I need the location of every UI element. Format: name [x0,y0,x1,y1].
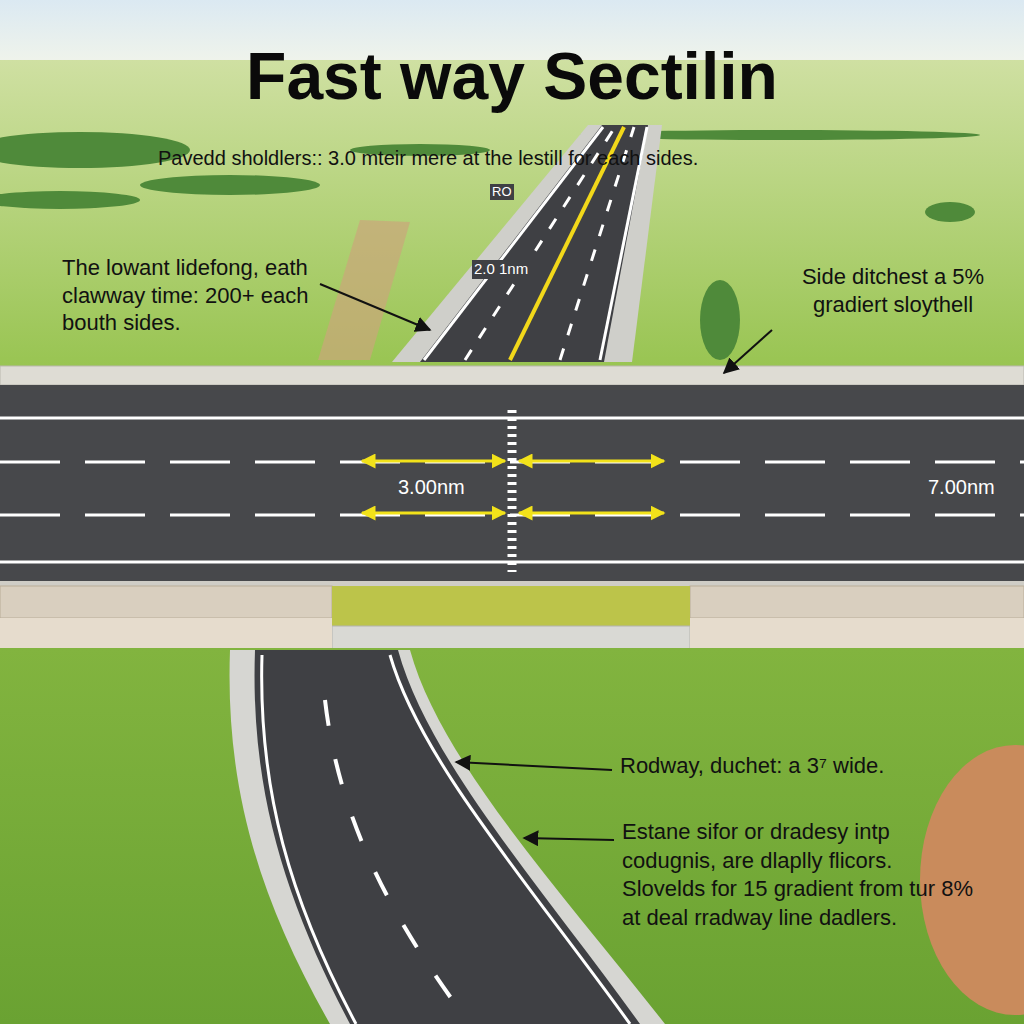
dimension-label: 2.0 1nm [472,260,530,279]
lane-note: The lowant lidefong, eath clawway time: … [62,254,327,337]
dimension-label: 7.00nm [926,475,997,500]
side-road-shoulder [230,650,665,1024]
side-road [255,650,640,1024]
road-marking: RO [490,184,514,200]
ditch-note: Side ditchest a 5% gradiert sloythell [768,263,1018,318]
roadway-note: Rodway, duchet: a 3⁷ wide. [620,752,884,780]
center-crossing [508,410,517,572]
diagram-title: Fast way Sectilin [0,40,1024,113]
left-path [0,618,332,648]
main-carriageway [0,385,1024,581]
dimension-label: 3.00nm [396,475,467,500]
curb [332,626,690,650]
concrete-barrier [0,366,1024,385]
right-path [690,618,1024,648]
shoulder-note: Pavedd sholdlers:: 3.0 mteir mere at the… [158,146,698,171]
left-wall [0,586,332,618]
lower-fields [0,648,1024,1024]
gradient-note: Estane sifor or dradesy intp codugnis, a… [622,818,977,932]
median-grass [332,586,690,626]
right-wall [690,586,1024,618]
side-road-lines [262,655,630,1024]
dimension-arrows [362,461,664,513]
